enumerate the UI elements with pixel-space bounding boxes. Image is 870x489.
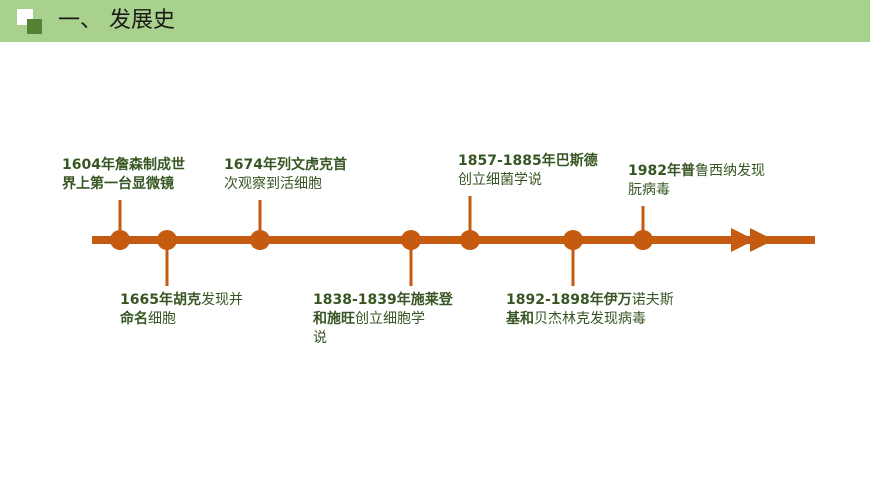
event-label-line: 1674年列文虎克首 (224, 157, 347, 173)
event-label-line: 1857-1885年巴斯德 (458, 153, 598, 169)
event-label-1857: 1857-1885年巴斯德 创立细菌学说 (458, 152, 598, 190)
event-label-line: 和施旺创立细胞学 (313, 311, 425, 327)
event-label-line: 说 (313, 330, 327, 346)
event-label-line: 次观察到活细胞 (224, 176, 322, 192)
event-label-line: 朊病毒 (628, 182, 670, 198)
event-label-line: 命名细胞 (120, 311, 176, 327)
event-label-line: 界上第一台显微镜 (62, 176, 174, 192)
event-dot-1892 (563, 230, 583, 250)
event-label-line: 1604年詹森制成世 (62, 157, 185, 173)
header-bar (0, 0, 870, 42)
arrow-head-icon (731, 228, 755, 252)
event-label-line: 创立细菌学说 (458, 172, 542, 188)
event-dot-1665 (157, 230, 177, 250)
square-logo-icon-inner (27, 19, 42, 34)
event-dot-1982 (633, 230, 653, 250)
event-label-1982: 1982年普鲁西纳发现 朊病毒 (628, 162, 765, 200)
event-dot-1857 (460, 230, 480, 250)
event-label-line: 1665年胡克发现并 (120, 292, 243, 308)
event-dot-1604 (110, 230, 130, 250)
arrow-head-icon-2 (750, 228, 774, 252)
event-dot-1674 (250, 230, 270, 250)
event-label-line: 1982年普鲁西纳发现 (628, 163, 765, 179)
event-label-1665: 1665年胡克发现并 命名细胞 (120, 291, 243, 329)
event-label-1838: 1838-1839年施莱登 和施旺创立细胞学 说 (313, 291, 453, 348)
event-label-1674: 1674年列文虎克首 次观察到活细胞 (224, 156, 347, 194)
event-dot-1838 (401, 230, 421, 250)
event-label-1604: 1604年詹森制成世 界上第一台显微镜 (62, 156, 185, 194)
page-title: 一、 发展史 (58, 8, 175, 33)
event-label-line: 1838-1839年施莱登 (313, 292, 453, 308)
event-label-1892: 1892-1898年伊万诺夫斯 基和贝杰林克发现病毒 (506, 291, 674, 329)
event-label-line: 1892-1898年伊万诺夫斯 (506, 292, 674, 308)
event-label-line: 基和贝杰林克发现病毒 (506, 311, 646, 327)
